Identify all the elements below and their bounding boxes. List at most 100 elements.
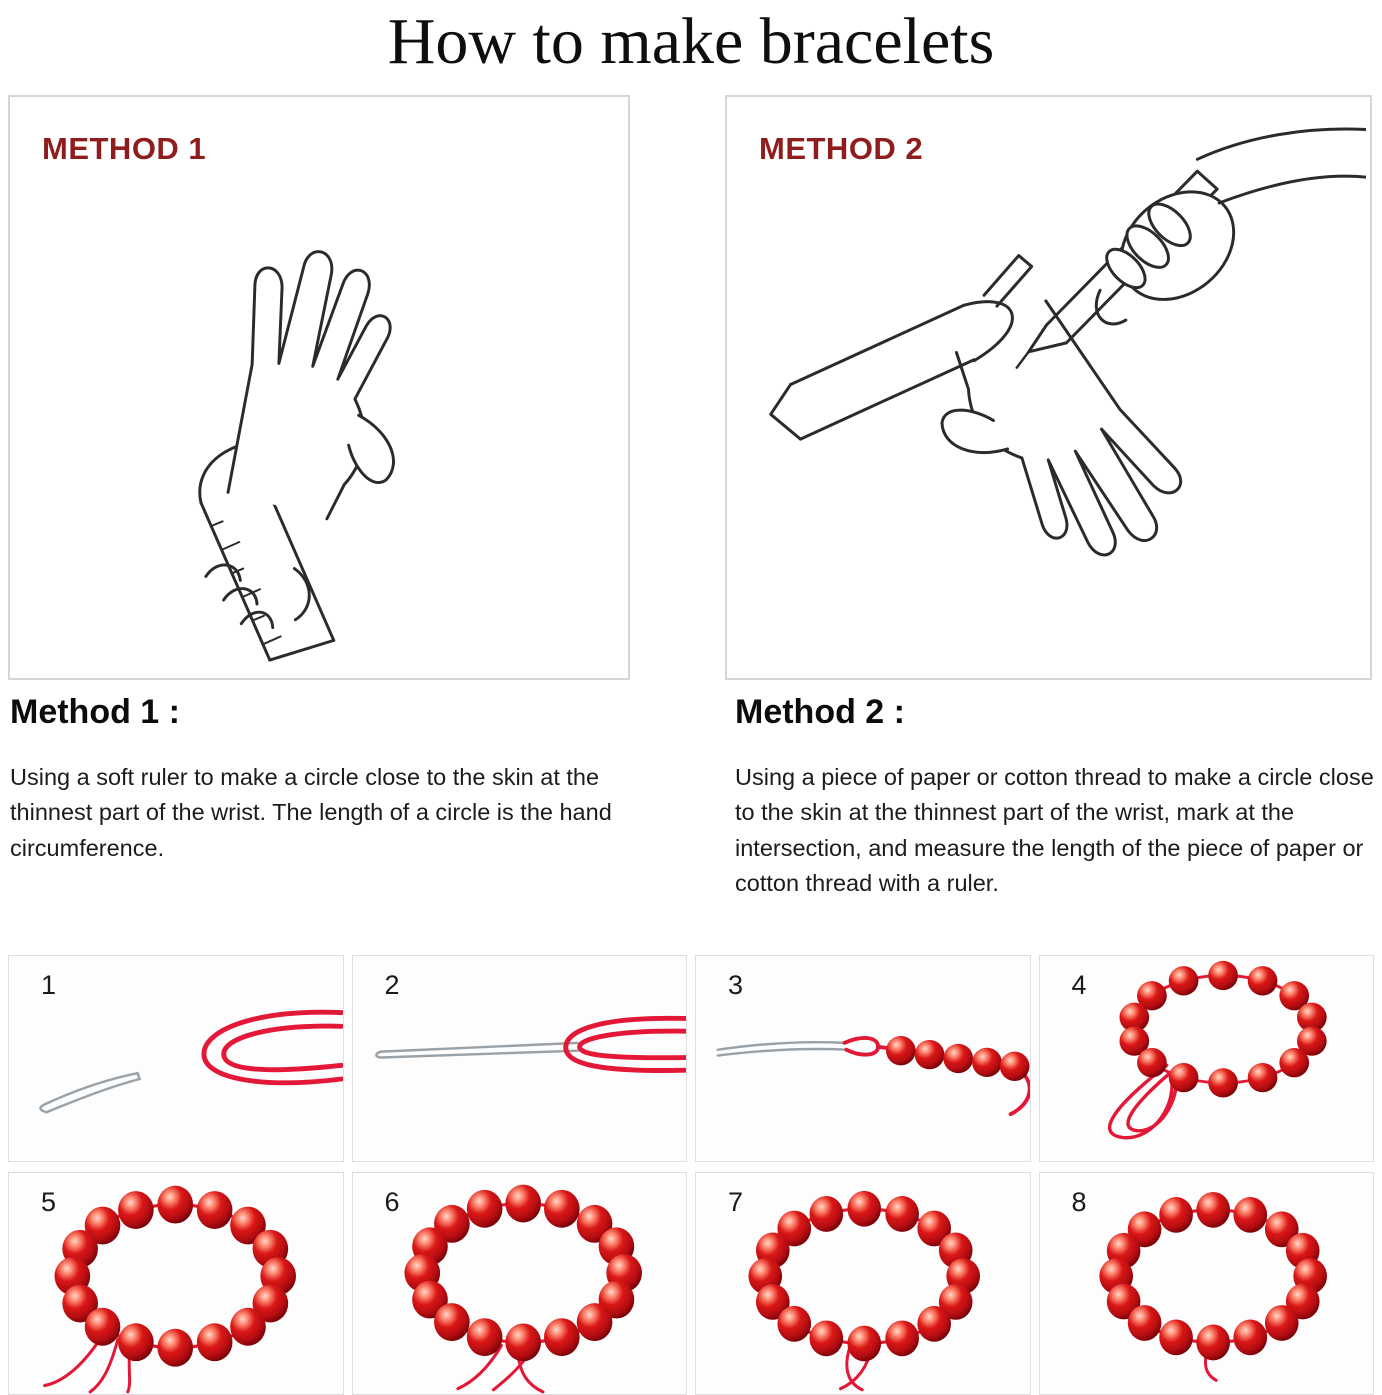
bead — [755, 1284, 790, 1320]
pen-mark — [1015, 350, 1030, 369]
bead — [576, 1303, 612, 1342]
bead — [847, 1190, 882, 1227]
bead — [972, 1047, 1002, 1078]
bead — [1127, 1211, 1161, 1248]
bead — [1118, 1002, 1149, 1032]
bead — [118, 1191, 154, 1229]
cord-inner — [576, 1028, 688, 1061]
bead — [1247, 966, 1277, 996]
bead — [809, 1320, 844, 1357]
step-number: 7 — [728, 1187, 744, 1217]
bead — [777, 1305, 812, 1342]
cord-inner — [221, 1023, 344, 1073]
step6-photo — [353, 1173, 687, 1394]
bead — [504, 1184, 541, 1223]
holding-finger-2 — [1125, 224, 1170, 269]
needle — [39, 1071, 141, 1114]
bead — [917, 1305, 952, 1342]
step5-photo — [9, 1173, 343, 1394]
needle — [374, 1041, 579, 1059]
bead — [157, 1185, 194, 1224]
bead — [914, 1039, 945, 1070]
bead — [1232, 1196, 1267, 1233]
paper-band-loose-end — [982, 254, 1034, 308]
step-cell-2: 2 — [351, 955, 688, 1162]
ruler-edge-left — [199, 501, 272, 662]
bead — [1264, 1305, 1299, 1341]
bead — [84, 1307, 121, 1346]
bead — [433, 1204, 470, 1243]
grip-finger-2 — [222, 587, 259, 606]
bead — [885, 1320, 919, 1357]
grip-finger-1 — [204, 563, 242, 582]
bead — [84, 1206, 121, 1245]
cord-outer — [201, 1009, 344, 1086]
bead — [196, 1191, 233, 1229]
step-cell-4: 4 — [1038, 955, 1374, 1162]
bead — [62, 1284, 98, 1323]
bead — [1158, 1196, 1193, 1233]
paper-band-wrap — [962, 300, 1014, 363]
step3-photo — [696, 956, 1032, 1161]
bead — [543, 1318, 580, 1357]
hand-outline — [226, 250, 395, 521]
method2-panel: METHOD 2 — [725, 95, 1372, 680]
bead — [196, 1323, 233, 1362]
holding-finger-3 — [1147, 202, 1192, 248]
bead — [252, 1284, 289, 1323]
bead — [1195, 1324, 1230, 1361]
bead — [886, 1036, 916, 1066]
loose-thread — [455, 1344, 503, 1391]
needle — [716, 1040, 848, 1057]
method1-heading: Method 1 : — [10, 693, 180, 731]
paper-band-fold — [769, 383, 802, 441]
method1-drawing-svg — [198, 250, 395, 662]
step4-photo — [1040, 956, 1374, 1161]
paper-band-top — [789, 303, 966, 387]
bead — [1195, 1191, 1230, 1228]
bead — [1127, 1305, 1161, 1341]
bead — [917, 1210, 952, 1247]
forearm-line-2 — [1195, 127, 1368, 161]
bead — [543, 1189, 580, 1228]
method1-description: Using a soft ruler to make a circle clos… — [10, 764, 612, 861]
cord-outer — [562, 1015, 688, 1073]
ruler-ticks — [209, 520, 282, 646]
bead — [1106, 1283, 1140, 1320]
bead — [1168, 966, 1198, 996]
step-cell-6: 6 — [351, 1172, 687, 1395]
method2-heading: Method 2 : — [735, 693, 905, 731]
method1-description-block: Method 1 : Using a soft ruler to make a … — [10, 693, 650, 866]
method2-drawing-svg — [769, 127, 1368, 557]
step2-photo — [353, 956, 688, 1161]
steps-row-1: 1 2 3 — [8, 955, 1374, 1162]
step7-photo — [696, 1173, 1030, 1394]
bead — [1207, 960, 1238, 991]
bead — [1168, 1062, 1198, 1093]
method2-description: Using a piece of paper or cotton thread … — [735, 764, 1374, 896]
step-number: 6 — [384, 1187, 400, 1217]
step-number: 2 — [384, 970, 400, 1000]
bead — [809, 1196, 844, 1232]
bead — [466, 1318, 502, 1357]
loose-thread — [88, 1337, 120, 1394]
cord-loop — [1107, 1063, 1174, 1140]
step-cell-5: 5 — [8, 1172, 344, 1395]
bead — [1247, 1062, 1277, 1093]
bead — [598, 1280, 634, 1319]
bead — [157, 1328, 194, 1367]
loose-thread — [845, 1344, 864, 1392]
bead — [938, 1284, 973, 1320]
bead — [118, 1323, 154, 1362]
step-number: 4 — [1071, 970, 1087, 1000]
cord-loop-inner — [1125, 1067, 1178, 1133]
bead — [1232, 1319, 1267, 1356]
method1-illustration — [14, 105, 624, 674]
bead — [433, 1303, 470, 1342]
bead — [1296, 1026, 1327, 1056]
bead — [1207, 1068, 1238, 1098]
ruler-edge-right — [263, 481, 336, 642]
bead — [1118, 1026, 1149, 1056]
forearm-line-1 — [1217, 174, 1368, 205]
bead — [943, 1043, 974, 1074]
